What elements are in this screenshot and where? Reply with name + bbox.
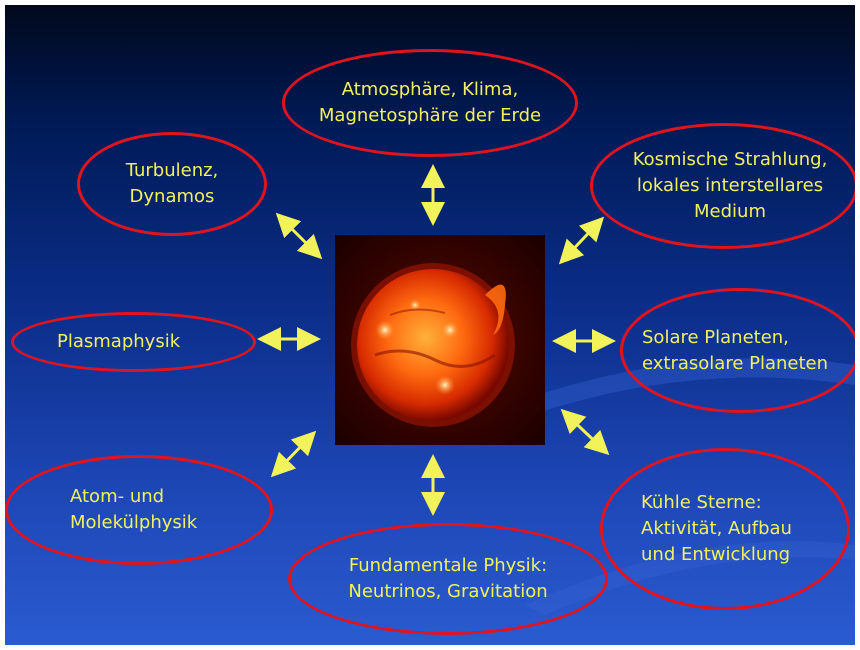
node-solare-line2: extrasolare Planeten	[642, 351, 828, 377]
node-turbulenz-line2: Dynamos	[126, 184, 219, 210]
node-fundamental: Fundamentale Physik: Neutrinos, Gravitat…	[288, 523, 608, 635]
node-atom-line2: Molekülphysik	[70, 510, 197, 536]
node-atmosphaere: Atmosphäre, Klima, Magnetosphäre der Erd…	[282, 49, 578, 157]
node-solare: Solare Planeten, extrasolare Planeten	[620, 288, 855, 413]
node-plasma-line1: Plasmaphysik	[57, 329, 180, 355]
node-kuehle: Kühle Sterne: Aktivität, Aufbau und Entw…	[600, 448, 850, 610]
node-solare-line1: Solare Planeten,	[642, 325, 828, 351]
node-turbulenz: Turbulenz, Dynamos	[77, 132, 267, 236]
node-kosmisch-line1: Kosmische Strahlung,	[633, 147, 828, 173]
arrow-top-left	[280, 217, 318, 255]
arrow-bottom-left	[275, 435, 312, 473]
node-kosmisch-line2: lokales interstellares	[633, 173, 828, 199]
node-atom-line1: Atom- und	[70, 484, 197, 510]
node-kuehle-line1: Kühle Sterne:	[641, 490, 792, 516]
node-atom: Atom- und Molekülphysik	[5, 455, 273, 565]
node-atmosphaere-line2: Magnetosphäre der Erde	[319, 103, 541, 129]
node-plasma: Plasmaphysik	[11, 312, 256, 372]
slide: Atmosphäre, Klima, Magnetosphäre der Erd…	[5, 5, 855, 645]
node-fundamental-line2: Neutrinos, Gravitation	[348, 579, 547, 605]
arrow-bottom-right	[565, 413, 605, 451]
node-kosmisch-line3: Medium	[633, 199, 828, 225]
node-kuehle-line2: Aktivität, Aufbau	[641, 516, 792, 542]
node-kuehle-line3: und Entwicklung	[641, 542, 792, 568]
node-atmosphaere-line1: Atmosphäre, Klima,	[319, 77, 541, 103]
arrow-top-right	[563, 221, 600, 260]
node-turbulenz-line1: Turbulenz,	[126, 158, 219, 184]
node-fundamental-line1: Fundamentale Physik:	[348, 553, 547, 579]
node-kosmisch: Kosmische Strahlung, lokales interstella…	[590, 123, 855, 249]
